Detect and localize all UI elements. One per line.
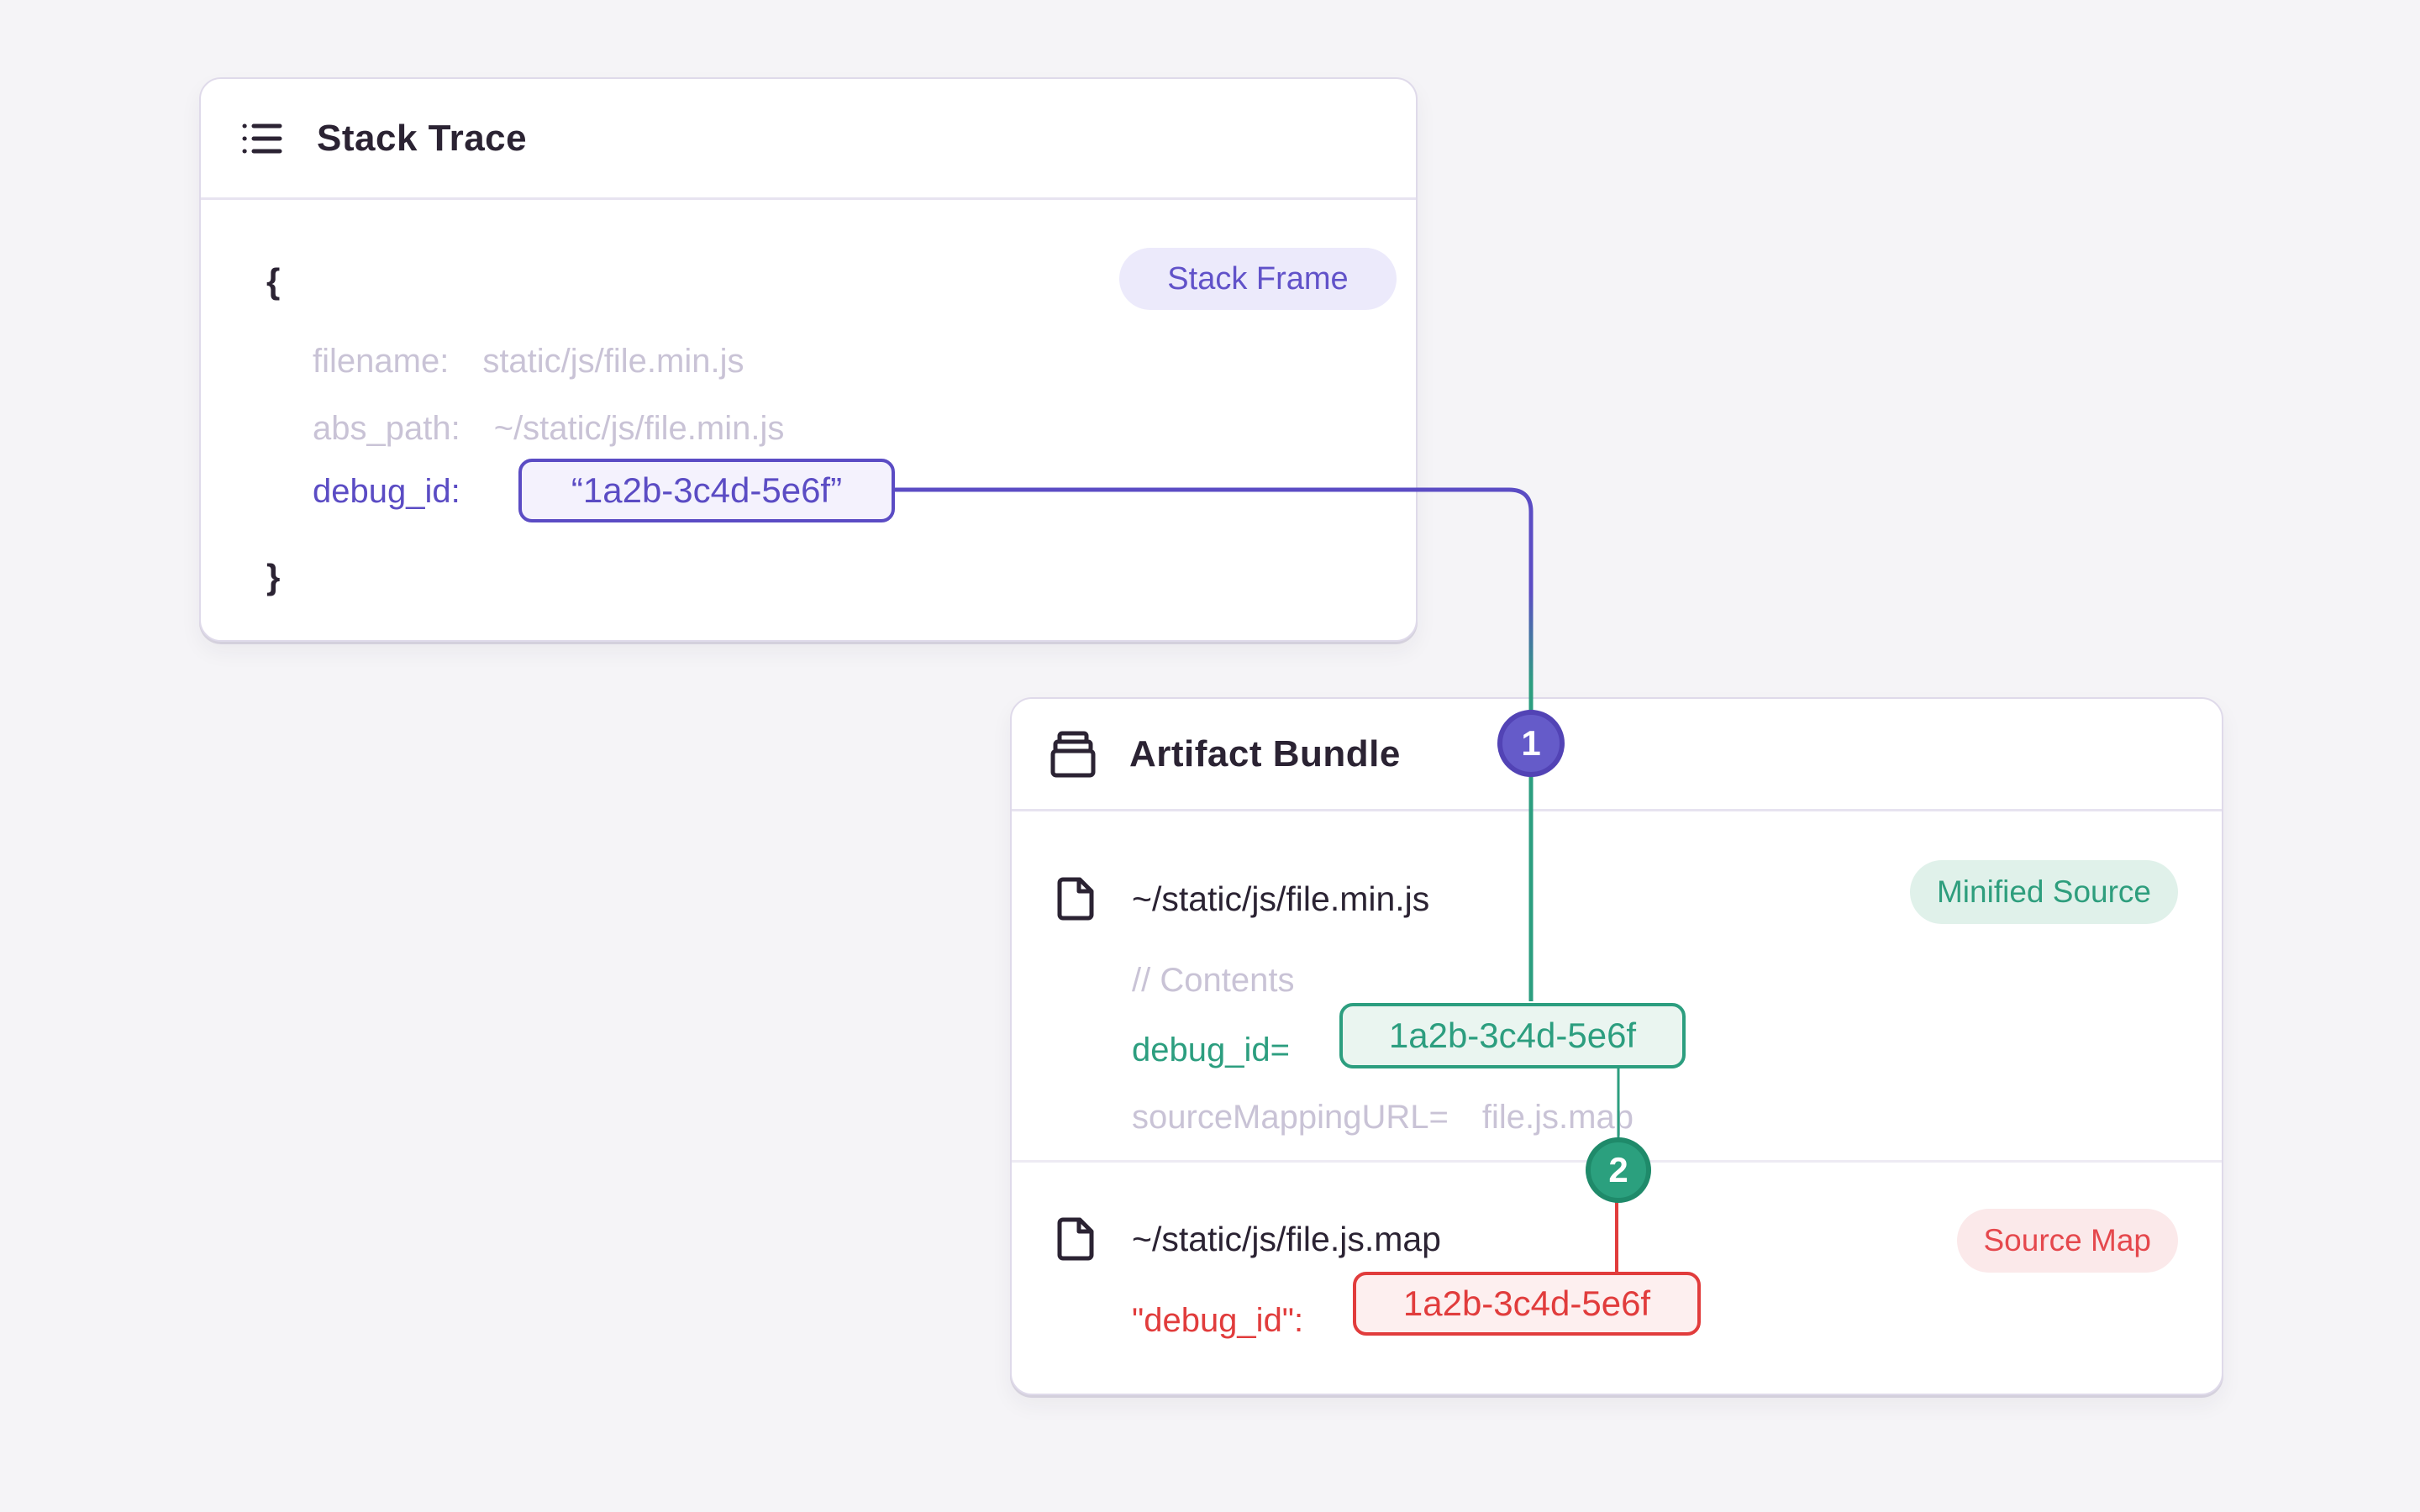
debug-id-key: debug_id: [313,472,460,510]
minified-debug-id-line: debug_id= [1132,1025,1290,1075]
json-open-brace: { [266,261,281,301]
stack-trace-title: Stack Trace [317,117,528,159]
sourcemap-debug-id-key: "debug_id": [1132,1301,1304,1339]
minified-file-path: ~/static/js/file.min.js [1132,879,1430,918]
filename-value: static/js/file.min.js [482,342,744,380]
debug-id-value-box: “1a2b-3c4d-5e6f” [518,459,895,522]
step-1-marker: 1 [1497,710,1565,777]
artifact-bundle-title: Artifact Bundle [1129,732,1401,774]
debug-id-line: debug_id: [313,466,460,517]
minified-debug-id-box: 1a2b-3c4d-5e6f [1339,1003,1686,1068]
sourcemap-debug-id-line: "debug_id": [1132,1295,1303,1346]
minified-debug-id-key: debug_id= [1132,1031,1290,1068]
abs-path-key: abs_path: [313,409,460,447]
file-icon [1057,877,1094,921]
contents-comment: // Contents [1132,961,1295,999]
json-close-brace: } [266,557,281,596]
archive-icon [1050,731,1096,777]
source-mapping-key: sourceMappingURL= [1132,1098,1449,1136]
filename-key: filename: [313,342,450,380]
minified-source-badge: Minified Source [1909,860,2178,924]
list-icon [242,123,282,153]
artifact-bundle-header: Artifact Bundle [1012,699,2222,811]
source-mapping-line: sourceMappingURL= file.js.map [1132,1092,1634,1142]
filename-line: filename: static/js/file.min.js [313,336,744,386]
abs-path-line: abs_path: ~/static/js/file.min.js [313,403,784,454]
file-icon [1057,1217,1094,1261]
source-map-file-path: ~/static/js/file.js.map [1132,1219,1441,1258]
stack-trace-card: Stack Trace { filename: static/js/file.mi… [199,77,1418,642]
source-map-badge: Source Map [1956,1209,2178,1273]
artifact-bundle-card: Artifact Bundle ~/static/js/file.min.js … [1010,697,2223,1395]
sourcemap-debug-id-box: 1a2b-3c4d-5e6f [1353,1272,1701,1336]
source-mapping-value: file.js.map [1481,1098,1634,1136]
stack-trace-header: Stack Trace [201,79,1416,200]
stack-frame-badge: Stack Frame [1119,248,1397,310]
step-2-marker: 2 [1586,1137,1651,1203]
abs-path-value: ~/static/js/file.min.js [493,409,785,447]
